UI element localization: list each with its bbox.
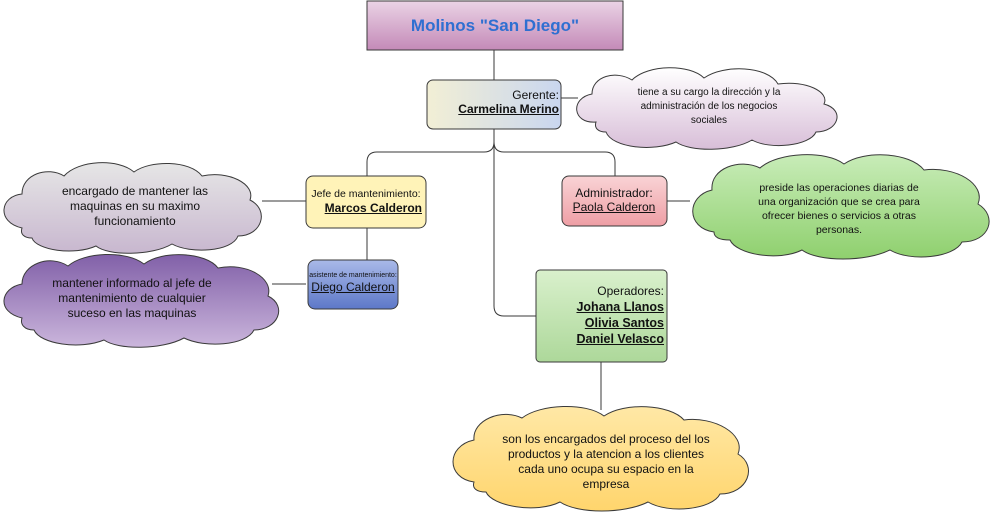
operadores-node: Operadores: Johana Llanos Olivia Santos …: [536, 284, 664, 347]
gerente-name: Carmelina Merino: [458, 102, 559, 116]
operador-3: Daniel Velasco: [576, 332, 664, 346]
diagram-title: Molinos "San Diego": [367, 1, 623, 50]
gerente-node: Gerente: Carmelina Merino: [427, 88, 559, 116]
cloud-gerente: [576, 67, 838, 150]
asistente-box-shape: [307, 259, 399, 310]
asistente-node: asistente de mantenimiento: Diego Calder…: [308, 271, 398, 294]
cloud-asistente: [3, 254, 280, 348]
cloud-operadores: [452, 406, 749, 512]
cloud-admin: [692, 154, 990, 260]
admin-role: Administrador:: [575, 186, 653, 200]
admin-box-shape: [561, 175, 668, 227]
operadores-role: Operadores:: [597, 284, 664, 298]
jefe-note: encargado de mantener las maquinas en su…: [61, 184, 209, 228]
title-text: Molinos "San Diego": [410, 15, 580, 35]
line-gerente-jefe: [366, 129, 495, 176]
jefe-node: Jefe de mantenimiento: Marcos Calderon: [306, 187, 426, 215]
asistente-note: mantener informado al jefe de mantenimie…: [52, 276, 212, 320]
admin-note: preside las operaciones diarias de una o…: [758, 182, 920, 236]
gerente-note: tiene a su cargo la dirección y la admin…: [637, 87, 781, 126]
jefe-name: Marcos Calderon: [324, 201, 422, 215]
operadores-box-shape: [535, 269, 668, 363]
operador-2: Olivia Santos: [584, 316, 664, 330]
title-box-shape: [366, 0, 624, 51]
asistente-role: asistente de mantenimiento:: [309, 272, 397, 279]
gerente-role: Gerente:: [512, 88, 559, 102]
operador-1: Johana Llanos: [576, 300, 664, 314]
line-gerente-operadores: [493, 142, 536, 317]
admin-node: Administrador: Paola Calderon: [562, 186, 666, 214]
cloud-jefe: [3, 162, 262, 254]
line-gerente-admin: [493, 141, 616, 176]
operadores-note: son los encargados del proceso del los p…: [502, 432, 710, 491]
jefe-role: Jefe de mantenimiento:: [311, 188, 421, 200]
admin-name: Paola Calderon: [572, 200, 656, 214]
gerente-box-shape: [426, 79, 562, 130]
asistente-name: Diego Calderon: [311, 280, 395, 294]
jefe-box-shape: [305, 175, 427, 229]
connectors: [262, 50, 690, 410]
